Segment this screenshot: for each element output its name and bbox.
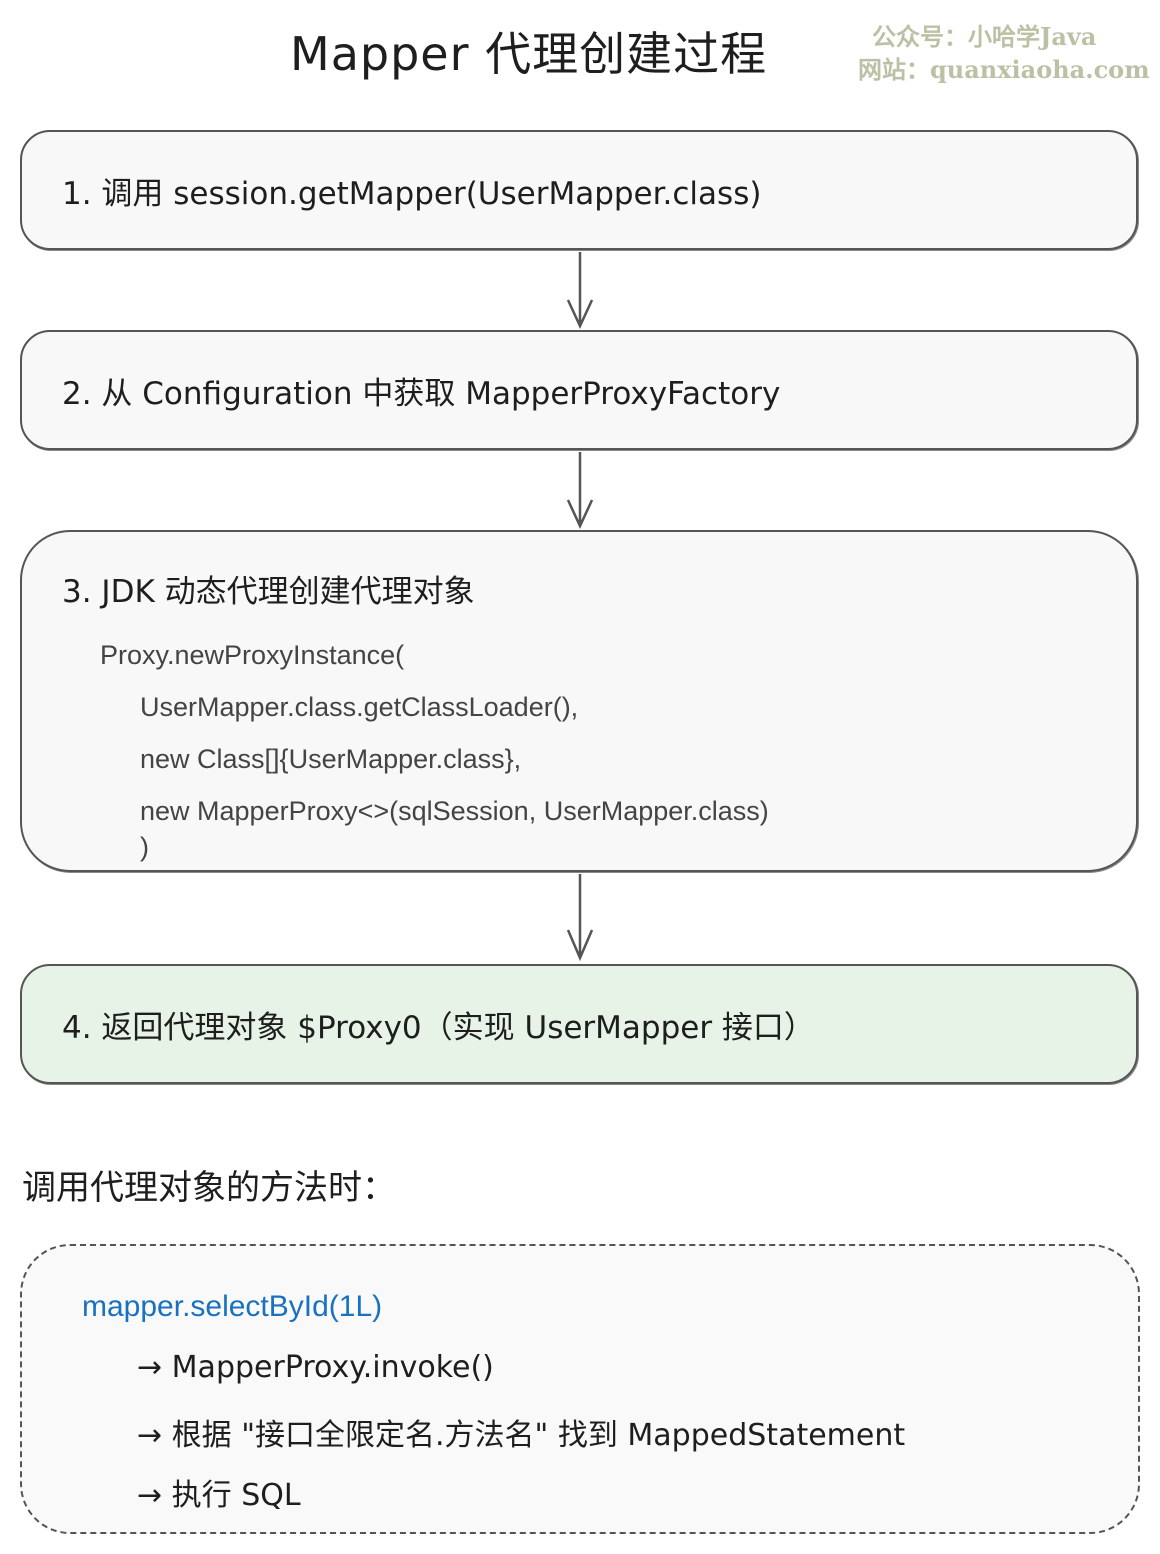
invoke-heading: 调用代理对象的方法时：: [22, 1168, 396, 1208]
code-line: new Class[]{UserMapper.class},: [140, 744, 522, 774]
code-line: UserMapper.class.getClassLoader(),: [140, 692, 579, 722]
arrow-down-icon: [566, 452, 594, 529]
step-2-label: 2. 从 Configuration 中获取 MapperProxyFactor…: [62, 376, 781, 412]
step-3-box: 3. JDK 动态代理创建代理对象 Proxy.newProxyInstance…: [20, 530, 1138, 872]
invoke-box: mapper.selectById(1L) → MapperProxy.invo…: [20, 1244, 1140, 1534]
step-1-label: 1. 调用 session.getMapper(UserMapper.class…: [62, 176, 762, 212]
code-line: new MapperProxy<>(sqlSession, UserMapper…: [140, 796, 769, 826]
chain-step: → 根据 "接口全限定名.方法名" 找到 MappedStatement: [137, 1418, 906, 1453]
arrow-down-icon: [566, 874, 594, 962]
method-call: mapper.selectById(1L): [82, 1290, 383, 1323]
step-4-box: 4. 返回代理对象 $Proxy0（实现 UserMapper 接口）: [20, 964, 1138, 1084]
code-line: Proxy.newProxyInstance(: [100, 640, 405, 670]
diagram-title: Mapper 代理创建过程: [290, 27, 768, 81]
step-4-label: 4. 返回代理对象 $Proxy0（实现 UserMapper 接口）: [62, 1010, 815, 1046]
chain-step: → 执行 SQL: [137, 1478, 301, 1513]
step-2-box: 2. 从 Configuration 中获取 MapperProxyFactor…: [20, 330, 1138, 450]
step-1-box: 1. 调用 session.getMapper(UserMapper.class…: [20, 130, 1138, 250]
watermark-line2: 网站：quanxiaoha.com: [858, 55, 1150, 84]
arrow-down-icon: [566, 252, 594, 329]
chain-step: → MapperProxy.invoke(): [137, 1350, 494, 1385]
step-3-label: 3. JDK 动态代理创建代理对象: [62, 574, 475, 610]
watermark: 公众号：小哈学Java 网站：quanxiaoha.com: [858, 20, 1150, 86]
watermark-line1: 公众号：小哈学Java: [872, 22, 1097, 51]
code-line: ): [140, 832, 149, 862]
